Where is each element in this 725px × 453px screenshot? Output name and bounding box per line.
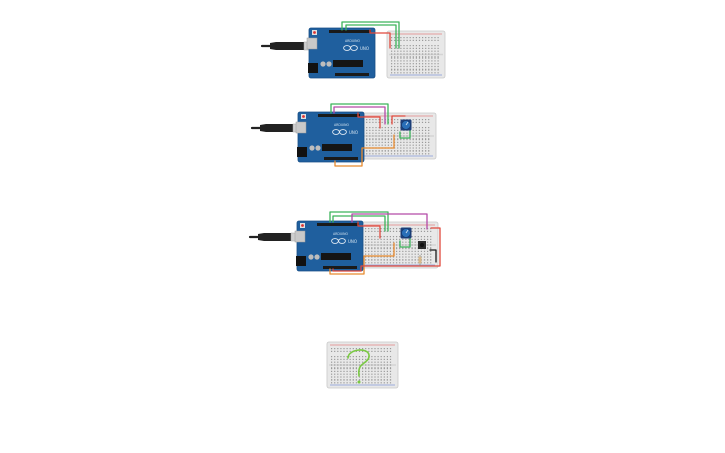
capacitor (308, 254, 314, 260)
jumper-wire (334, 134, 395, 167)
jumper-wire (369, 29, 391, 49)
digital-header (329, 30, 371, 33)
circuit-2[interactable]: ARDUINO UNO (250, 103, 437, 167)
atmega-chip (333, 60, 363, 67)
board-model-label: UNO (349, 130, 358, 135)
board-brand-label: ARDUINO (345, 39, 361, 43)
capacitor (314, 254, 320, 260)
usb-socket (306, 37, 318, 50)
arduino-logo (343, 45, 358, 51)
arduino-uno: ARDUINO UNO (295, 111, 365, 163)
jumper-wire (333, 106, 386, 125)
jumper-wire (332, 215, 386, 232)
jumper-wire (391, 115, 406, 125)
jumper-wire (351, 213, 428, 230)
capacitor (326, 61, 332, 67)
jumper-wire (329, 211, 389, 232)
breadboard-holes (331, 348, 392, 384)
board-model-label: UNO (348, 239, 357, 244)
board-brand-label: ARDUINO (333, 232, 349, 236)
jumper-wire (399, 235, 411, 248)
breadboard-holes (365, 228, 432, 264)
jumper-wire (357, 112, 381, 129)
usb-socket (295, 121, 307, 134)
potentiometer (400, 227, 412, 239)
jumper-wire (329, 242, 395, 275)
breadboard (386, 30, 446, 79)
potentiometer (400, 119, 412, 131)
arduino-uno: ARDUINO UNO (294, 220, 364, 272)
capacitor (320, 61, 326, 67)
circuit-1[interactable]: ARDUINO UNO (260, 21, 446, 79)
breadboard (358, 112, 437, 160)
pushbutton (418, 241, 426, 249)
atmega-chip (321, 253, 351, 260)
jumper-wire (345, 24, 397, 49)
jumper-wire (399, 127, 411, 139)
board-model-label: UNO (360, 46, 369, 51)
power-analog-header (335, 73, 369, 76)
arduino-logo (332, 129, 347, 135)
jumper-wire (429, 249, 437, 263)
capacitor (309, 145, 315, 151)
atmega-chip (322, 144, 352, 151)
breadboard-holes (391, 37, 439, 74)
capacitor (315, 145, 321, 151)
power-analog-header (323, 266, 357, 269)
power-jack (296, 256, 306, 266)
power-jack (308, 63, 318, 73)
jumper-wire (357, 221, 381, 239)
circuit-3[interactable]: ARDUINO UNO (248, 211, 441, 275)
jumper-wire (341, 21, 400, 49)
jumper-wire (332, 227, 441, 272)
circuit-4[interactable] (326, 341, 399, 389)
arduino-logo (331, 238, 346, 244)
digital-header (318, 114, 360, 117)
resistor (418, 255, 422, 266)
power-jack (297, 147, 307, 157)
digital-header (317, 223, 359, 226)
power-analog-header (324, 157, 358, 160)
question-mark-icon (347, 349, 370, 384)
usb-socket (294, 230, 306, 243)
arduino-uno: ARDUINO UNO (306, 27, 376, 79)
jumper-wire (330, 103, 389, 125)
board-brand-label: ARDUINO (334, 123, 350, 127)
